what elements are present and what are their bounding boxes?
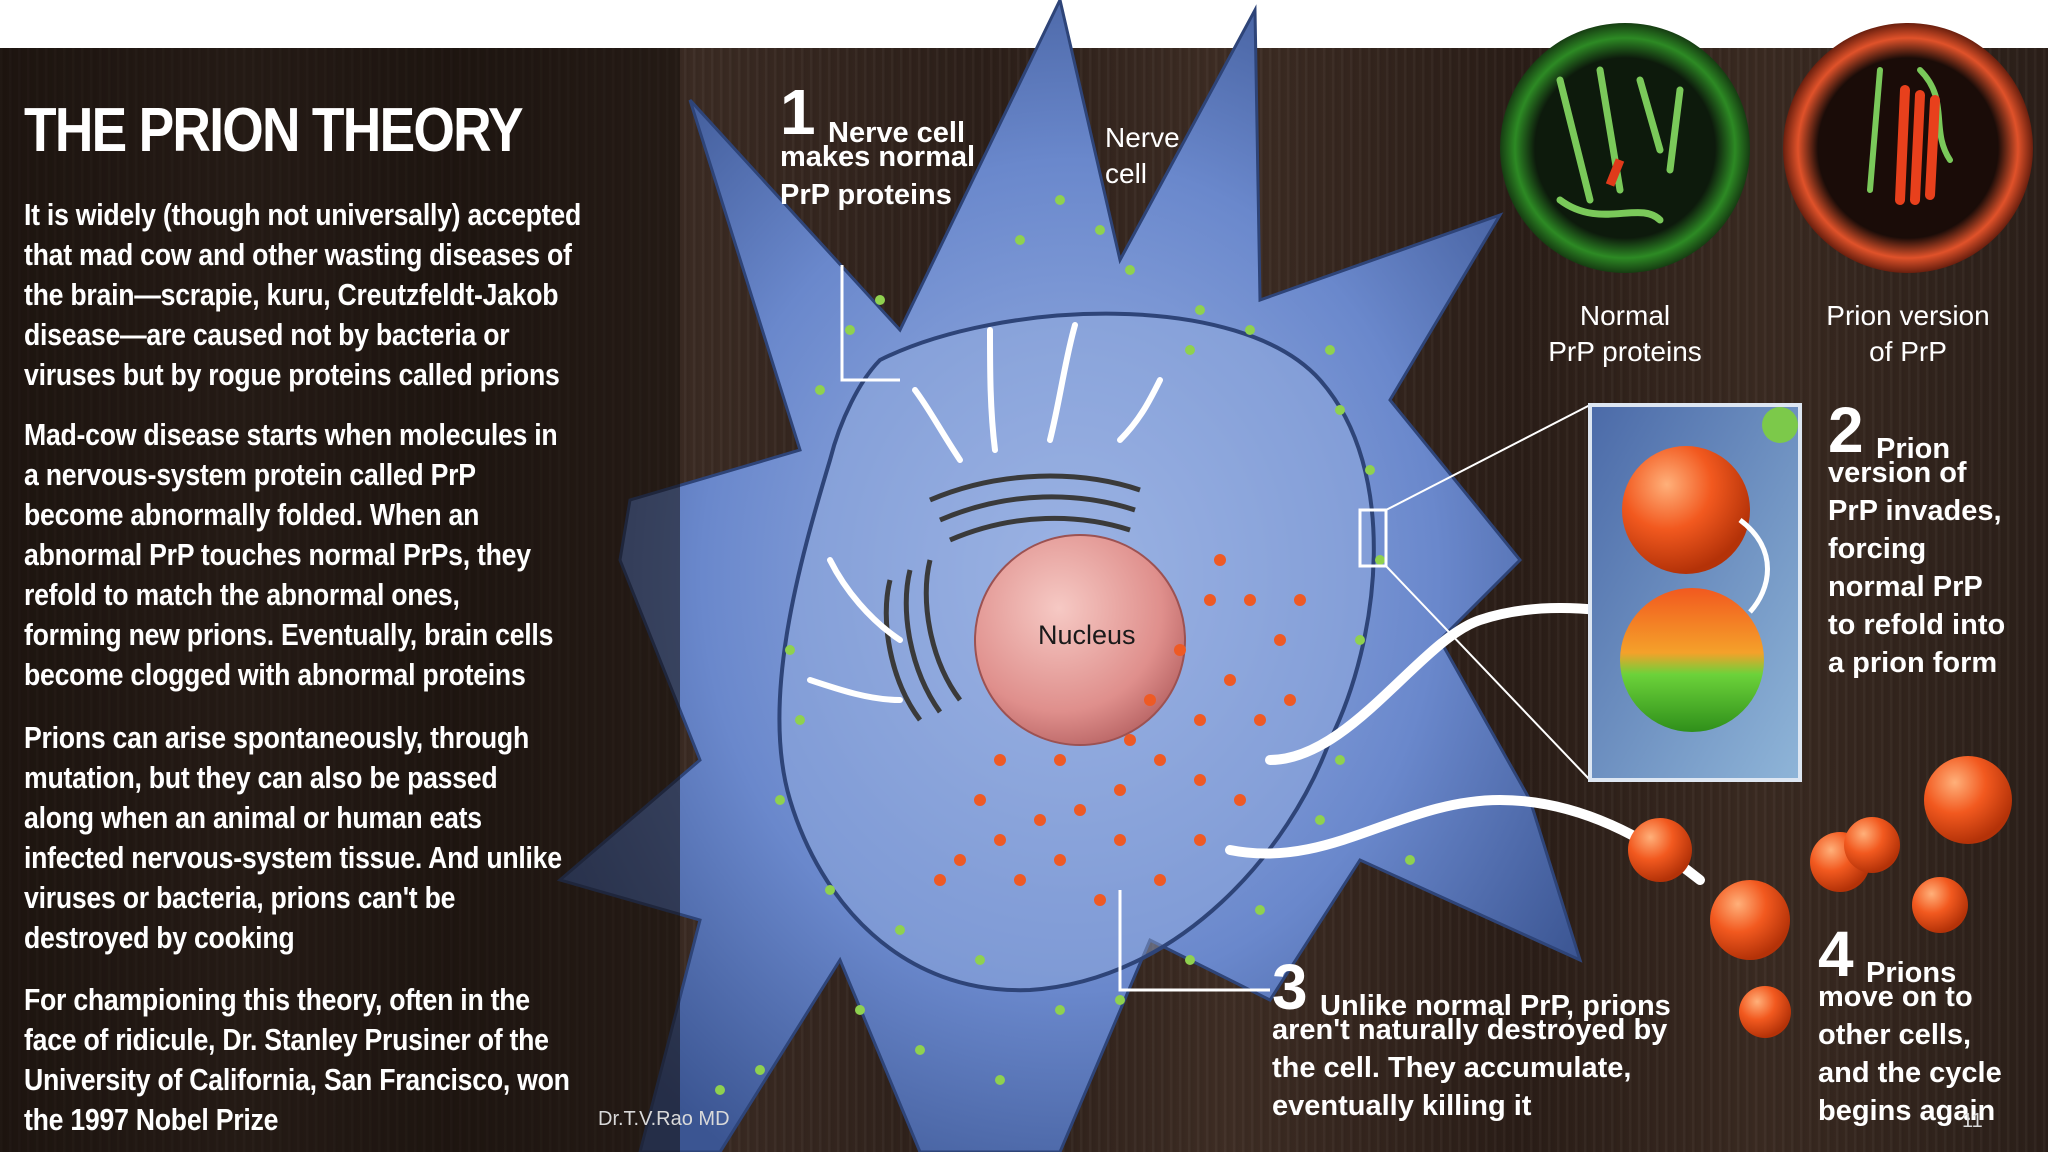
- step-text-line: eventually killing it: [1272, 1090, 1532, 1122]
- step-text-line: Unlike normal PrP, prions: [1320, 990, 1671, 1022]
- step-text-line: version of: [1828, 457, 1967, 489]
- text-line: that mad cow and other wasting diseases …: [24, 237, 572, 272]
- text-line: destroyed by cooking: [24, 920, 295, 955]
- normal-prp-dots: [715, 195, 1415, 1095]
- step-4-caption: 4 Prions move on to other cells, and the…: [1818, 922, 2002, 1130]
- label-line: Nerve: [1105, 122, 1180, 153]
- step-text-line: makes normal: [780, 141, 976, 173]
- accumulated-prion-dots: [934, 554, 1306, 906]
- prion-invader: [1622, 446, 1750, 574]
- step-text-line: Prions: [1866, 957, 1957, 989]
- text-line: along when an animal or human eats: [24, 800, 482, 835]
- step-2-caption: 2 Prion version of PrP invades, forcing …: [1828, 398, 2005, 682]
- step-text-line: aren't naturally destroyed by: [1272, 1014, 1668, 1046]
- normal-prp-label: Normal PrP proteins: [1525, 298, 1725, 370]
- step-text-line: and the cycle: [1818, 1057, 2002, 1089]
- step-text-line: to refold into: [1828, 609, 2006, 641]
- step-text-line: PrP invades,: [1828, 495, 2002, 527]
- text-line: infected nervous-system tissue. And unli…: [24, 840, 562, 875]
- text-line: face of ridicule, Dr. Stanley Prusiner o…: [24, 1022, 549, 1057]
- text-line: refold to match the abnormal ones,: [24, 577, 460, 612]
- prion-prp-label: Prion version of PrP: [1808, 298, 2008, 370]
- text-line: forming new prions. Eventually, brain ce…: [24, 617, 554, 652]
- golgi-apparatus: [883, 473, 1141, 722]
- step-text-line: Prion: [1876, 433, 1951, 465]
- text-line: University of California, San Francisco,…: [24, 1062, 570, 1097]
- step-text-line: Nerve cell: [828, 117, 966, 149]
- step-text-line: move on to: [1818, 981, 1973, 1013]
- step-text-line: begins again: [1818, 1095, 1996, 1127]
- text-line: abnormal PrP touches normal PrPs, they: [24, 537, 531, 572]
- step-4-number: 4: [1818, 918, 1854, 990]
- text-line: viruses or bacteria, prions can't be: [24, 880, 456, 915]
- step-text-line: PrP proteins: [780, 179, 952, 211]
- transport-arrows: [807, 322, 1163, 703]
- text-line: mutation, but they can also be passed: [24, 760, 498, 795]
- text-line: the brain—scrapie, kuru, Creutzfeldt-Jak…: [24, 277, 559, 312]
- mechanism-paragraph: Mad-cow disease starts when molecules in…: [24, 415, 678, 695]
- nucleus: [974, 534, 1186, 746]
- step-text-line: other cells,: [1818, 1019, 1972, 1051]
- step-3-number: 3: [1272, 951, 1308, 1023]
- inset-marker: [1358, 508, 1388, 568]
- text-line: a nervous-system protein called PrP: [24, 457, 476, 492]
- text-line: For championing this theory, often in th…: [24, 982, 530, 1017]
- transmission-paragraph: Prions can arise spontaneously, through …: [24, 718, 678, 958]
- intro-paragraph: It is widely (though not universally) ac…: [24, 195, 678, 395]
- step-text-line: the cell. They accumulate,: [1272, 1052, 1632, 1084]
- text-line: disease—are caused not by bacteria or: [24, 317, 510, 352]
- nucleus-label: Nucleus: [1038, 620, 1136, 650]
- step-text-line: normal PrP: [1828, 571, 1983, 603]
- label-line: cell: [1105, 158, 1148, 189]
- slide-number: 11: [1962, 1110, 1983, 1132]
- normal-prp-ring: [1500, 23, 1750, 273]
- footer-author: Dr.T.V.Rao MD: [598, 1108, 730, 1130]
- label-line: Prion version: [1826, 300, 1990, 331]
- step-1-caption: 1 Nerve cell makes normal PrP proteins: [780, 80, 975, 214]
- step-2-number: 2: [1828, 394, 1864, 466]
- normal-prp-structure: [1556, 66, 1684, 224]
- text-column-shade: [0, 48, 680, 1152]
- infographic-title: THE PRION THEORY: [24, 96, 524, 165]
- escaped-prions: [1628, 756, 2012, 1038]
- text-line: become abnormally folded. When an: [24, 497, 480, 532]
- refolding-protein: [1620, 588, 1764, 732]
- step1-leader-line: [840, 265, 900, 382]
- label-line: PrP proteins: [1548, 336, 1702, 367]
- refold-arrow: [1738, 518, 1770, 614]
- text-line: Mad-cow disease starts when molecules in: [24, 417, 558, 452]
- text-line: Prions can arise spontaneously, through: [24, 720, 529, 755]
- step-text-line: a prion form: [1828, 647, 1998, 679]
- label-line: Normal: [1579, 300, 1671, 331]
- step-3-caption: 3 Unlike normal PrP, prions aren't natur…: [1272, 955, 1671, 1125]
- step-text-line: forcing: [1828, 533, 1927, 565]
- nerve-cell-label: Nerve cell: [1105, 120, 1180, 192]
- text-line: the 1997 Nobel Prize: [24, 1102, 279, 1137]
- nobel-paragraph: For championing this theory, often in th…: [24, 980, 678, 1140]
- text-line: become clogged with abnormal proteins: [24, 657, 526, 692]
- text-line: It is widely (though not universally) ac…: [24, 197, 581, 232]
- label-line: of PrP: [1869, 336, 1947, 367]
- text-line: viruses but by rogue proteins called pri…: [24, 357, 560, 392]
- step-1-number: 1: [780, 76, 816, 148]
- prion-prp-ring: [1783, 23, 2033, 273]
- step3-leader-line: [1118, 890, 1270, 992]
